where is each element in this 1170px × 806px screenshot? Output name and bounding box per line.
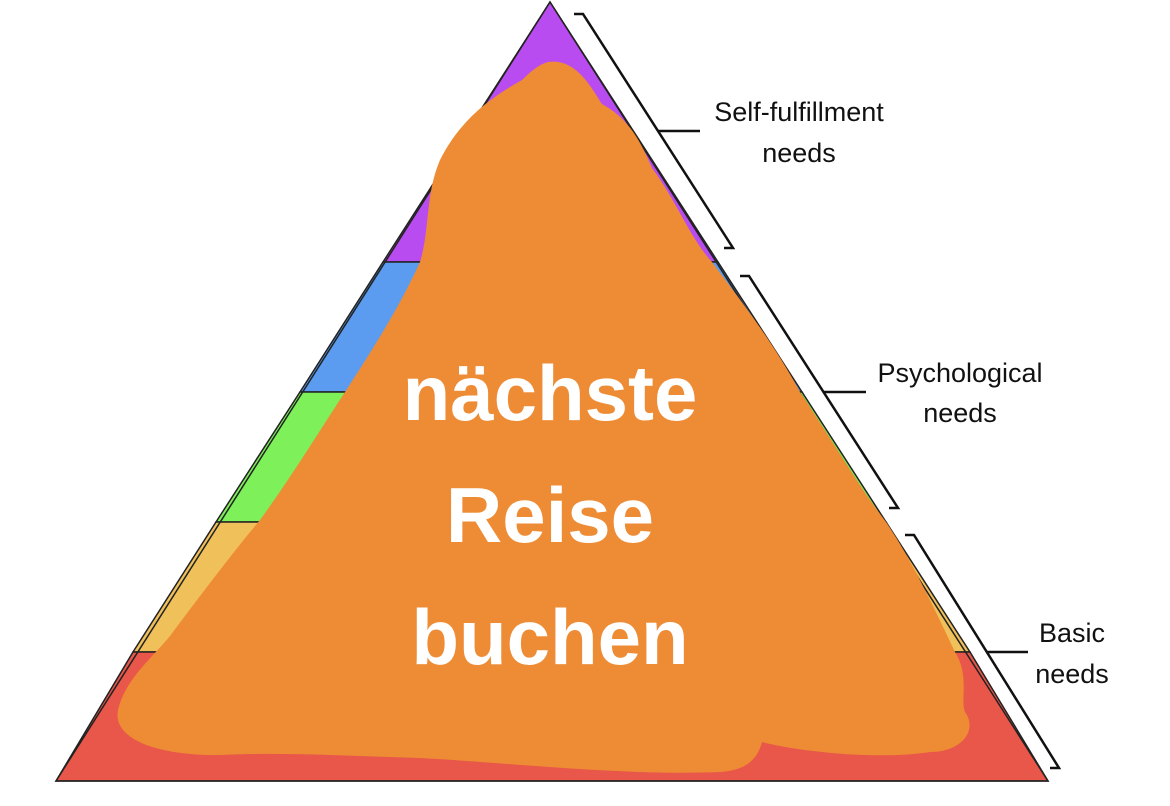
bracket-line	[740, 274, 901, 510]
bracket-basic: Basic needs	[905, 533, 1109, 770]
orange-scribble-overlay: nächste Reise buchen	[117, 61, 970, 773]
scribble-shape	[117, 61, 970, 773]
bracket-label-line2: needs	[1035, 659, 1109, 689]
bracket-psychological: Psychological needs	[740, 274, 1043, 510]
overlay-text-line1: nächste	[403, 349, 698, 437]
bracket-label-line2: needs	[762, 138, 836, 168]
bracket-label-line1: Psychological	[877, 358, 1042, 388]
overlay-text-line3: buchen	[411, 593, 688, 681]
bracket-label-line2: needs	[923, 398, 997, 428]
bracket-label-line1: Self-fulfillment	[714, 97, 884, 127]
overlay-text-line2: Reise	[446, 471, 654, 559]
bracket-self-fulfillment: Self-fulfillment needs	[574, 12, 884, 250]
bracket-label-line1: Basic	[1039, 618, 1105, 648]
